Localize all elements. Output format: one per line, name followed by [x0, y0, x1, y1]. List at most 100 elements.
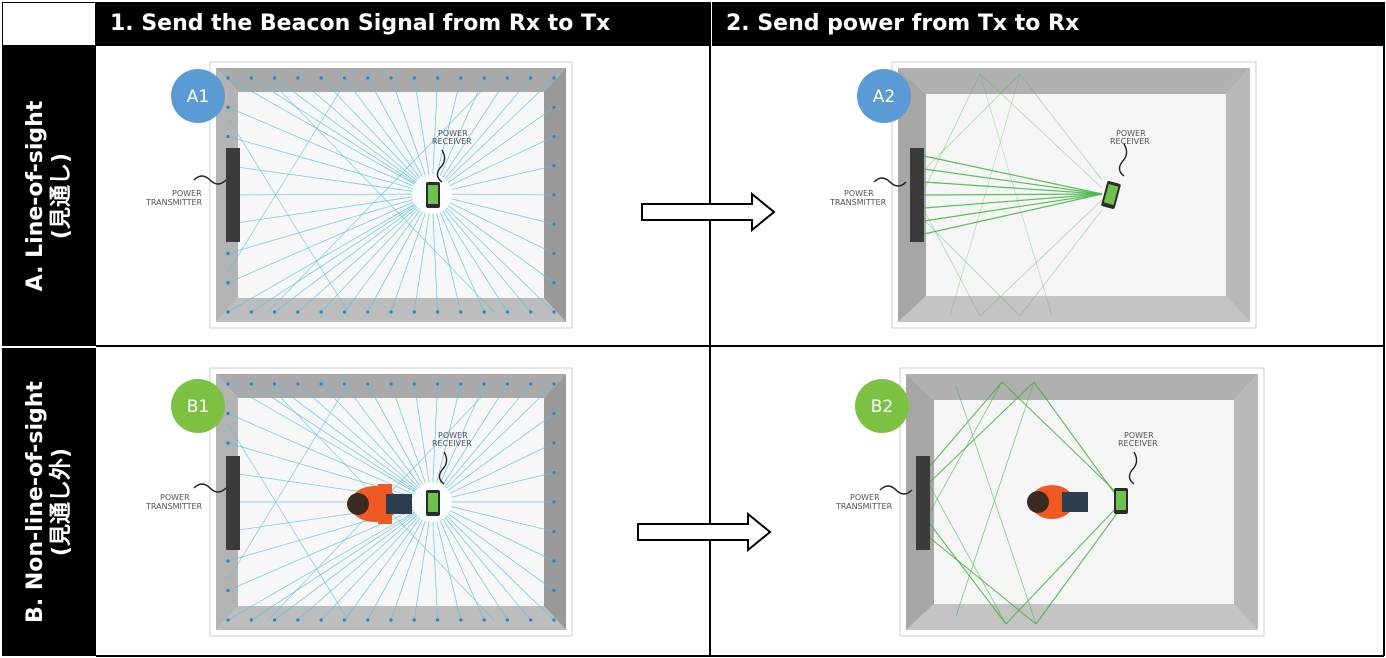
beam-arrowhead [552, 382, 556, 386]
badge-a2 [857, 69, 911, 123]
beam-arrowhead [249, 310, 253, 314]
beam-arrowhead [459, 310, 463, 314]
rx-label-a1-line2: RECEIVER [432, 137, 472, 146]
beam-arrowhead [435, 76, 440, 80]
beam-arrowhead [412, 310, 416, 314]
beam-line [923, 193, 1103, 209]
beam-arrowhead [552, 559, 556, 563]
beam-arrowhead [319, 76, 323, 80]
beam-arrowhead [552, 411, 556, 416]
beam-line [979, 73, 1103, 189]
beam-line [929, 537, 1037, 625]
beam-line [344, 193, 433, 313]
beam-line [320, 77, 433, 195]
beam-arrowhead [366, 76, 370, 80]
beam-line [923, 73, 1021, 171]
beam-line [431, 106, 555, 195]
tx-label-a1-line1: POWER [172, 189, 202, 198]
beam-line [390, 383, 433, 503]
beam-arrowhead [319, 310, 323, 314]
beam-line [431, 193, 508, 313]
row-header-a-line2: (見通し) [49, 152, 74, 240]
badge-a1 [171, 69, 225, 123]
beam-line [227, 193, 433, 284]
beam-line [390, 193, 433, 313]
beam-line [297, 383, 433, 503]
beam-arrowhead [389, 76, 393, 80]
power-beams-a2 [923, 73, 1103, 317]
beam-line [929, 381, 1035, 483]
beam-line [431, 193, 555, 196]
beam-line [431, 77, 555, 195]
beam-line [923, 168, 1103, 195]
beam-arrowhead [226, 411, 230, 416]
beam-arrowhead [272, 310, 277, 314]
beam-arrowhead [366, 382, 370, 386]
row-header-b: B. Non-line-of-sight (見通し外) [2, 348, 96, 656]
beam-arrowhead [482, 76, 486, 80]
beam-arrowhead [552, 588, 556, 593]
beam-line [251, 501, 433, 621]
beam-line [320, 383, 433, 503]
column-header-1-label: 1. Send the Beacon Signal from Rx to Tx [110, 11, 611, 36]
beam-line [227, 165, 433, 195]
beam-arrowhead [482, 310, 486, 314]
corner-cell [2, 2, 96, 46]
beam-line [297, 501, 433, 621]
beam-line [431, 442, 555, 503]
beam-line [431, 193, 555, 254]
beam-line [1035, 511, 1119, 625]
beam-line [955, 385, 1037, 625]
beam-line [923, 193, 1103, 222]
beam-line [431, 77, 532, 195]
rx-label-b1-line1: POWER [438, 431, 468, 440]
beam-arrowhead [296, 382, 300, 386]
beam-arrowhead [342, 310, 347, 314]
beam-line [949, 73, 1021, 317]
beam-line [431, 501, 532, 621]
power-beams-b2 [929, 381, 1119, 625]
beam-arrowhead [552, 529, 556, 534]
rx-label-b1-line2: RECEIVER [432, 439, 472, 448]
beam-line [227, 501, 433, 621]
beam-line [929, 485, 1007, 625]
beam-line [923, 155, 1103, 195]
beam-line [431, 501, 555, 621]
beam-arrowhead [552, 134, 556, 139]
beacon-signal-beams-a1 [226, 76, 556, 314]
tx-label-b2-line1: POWER [850, 493, 880, 502]
grid-border-bottom [96, 655, 1384, 657]
beam-line [251, 383, 433, 503]
beam-arrowhead [296, 76, 300, 80]
tx-label-a2-line1: POWER [844, 189, 874, 198]
beam-arrowhead [319, 618, 323, 622]
beam-line [1001, 381, 1119, 495]
badge-b2-label: B2 [871, 397, 893, 417]
arrow-a-right [641, 192, 776, 232]
beam-arrowhead [459, 382, 463, 386]
beam-arrowhead [435, 382, 440, 386]
beam-line [431, 501, 508, 621]
beam-line [431, 193, 462, 313]
arrow-b-right [637, 512, 772, 552]
room-diagram-b2: POWER TRANSMITTER POWER RECEIVER B2 [835, 367, 1265, 637]
rx-label-a2-line1: POWER [1116, 129, 1146, 138]
beam-line [431, 383, 462, 503]
beam-line [251, 193, 433, 313]
beam-line [431, 501, 555, 591]
grid-border-right [1383, 2, 1385, 656]
beam-line [227, 117, 349, 313]
beam-line [979, 199, 1103, 317]
beam-arrowhead [529, 618, 533, 622]
beam-arrowhead [552, 105, 556, 109]
beam-arrowhead [226, 588, 230, 593]
beam-arrowhead [552, 470, 556, 475]
beam-line [227, 106, 433, 195]
beam-line [979, 73, 1053, 317]
beam-arrowhead [482, 382, 486, 386]
beam-line [227, 193, 433, 254]
beam-arrowhead [459, 618, 463, 622]
beam-line [344, 383, 433, 503]
beam-line [274, 77, 433, 195]
badge-a2-label: A2 [873, 87, 895, 107]
